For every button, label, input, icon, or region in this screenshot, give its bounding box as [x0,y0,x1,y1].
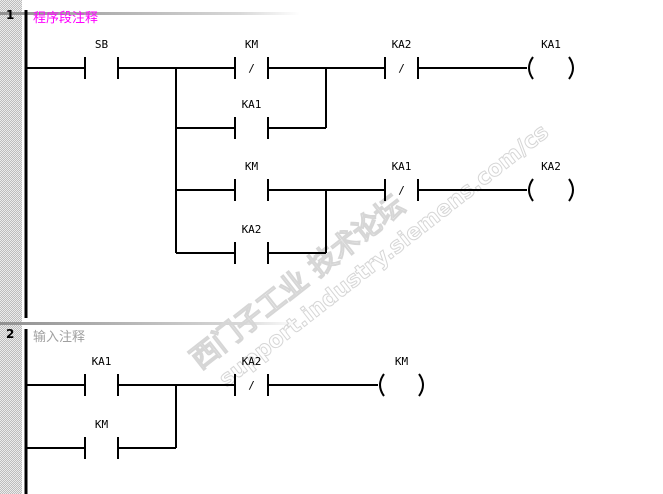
contact-label: KA2 [392,38,412,51]
wires [24,10,527,494]
watermark-text-1: 西门子工业 技术论坛 [184,188,411,375]
network-1-number: 1 [6,8,15,22]
coil-label: KA2 [541,160,561,173]
normally-closed-slash: / [248,379,255,392]
coil-left-paren [528,178,534,202]
contact-ka1[interactable]: KA1 / [384,160,419,201]
contact-sb[interactable]: SB [84,38,119,79]
contact-km[interactable]: KM [234,160,269,201]
coil-right-paren [568,178,574,202]
coil-label: KM [395,355,409,368]
contact-km[interactable]: KM / [234,38,269,79]
contact-ka1[interactable]: KA1 [234,98,269,139]
coil-right-paren [568,56,574,80]
watermark: 西门子工业 技术论坛 support.industry.siemens.com/… [183,119,554,392]
contact-label: KA1 [392,160,412,173]
network-gutter [0,0,22,494]
contact-label: KA1 [92,355,112,368]
watermark-text-2: support.industry.siemens.com/cs [215,120,554,392]
contact-label: KM [245,38,259,51]
normally-closed-slash: / [248,62,255,75]
contact-label: KM [95,418,109,431]
coil-left-paren [379,373,385,397]
normally-closed-slash: / [398,184,405,197]
contact-label: KA2 [242,223,262,236]
network-1-comment[interactable]: 程序段注释 [33,11,99,26]
coil-ka2[interactable]: KA2 [528,160,574,202]
contact-ka1[interactable]: KA1 [84,355,119,396]
network-2-number: 2 [6,327,15,341]
network-1-separator [0,12,300,15]
contact-label: KM [245,160,259,173]
contact-label: KA1 [242,98,262,111]
coil-left-paren [528,56,534,80]
contact-ka2[interactable]: KA2 / [234,355,269,396]
normally-closed-slash: / [398,62,405,75]
contact-label: KA2 [242,355,262,368]
contact-km[interactable]: KM [84,418,119,459]
coil-ka1[interactable]: KA1 [528,38,574,80]
contact-ka2[interactable]: KA2 [234,223,269,264]
contact-label: SB [95,38,109,51]
coil-label: KA1 [541,38,561,51]
coil-right-paren [418,373,424,397]
network-2-comment[interactable]: 输入注释 [33,330,86,345]
coil-km[interactable]: KM [379,355,424,397]
contact-ka2[interactable]: KA2 / [384,38,419,79]
network-2-separator [0,322,300,325]
